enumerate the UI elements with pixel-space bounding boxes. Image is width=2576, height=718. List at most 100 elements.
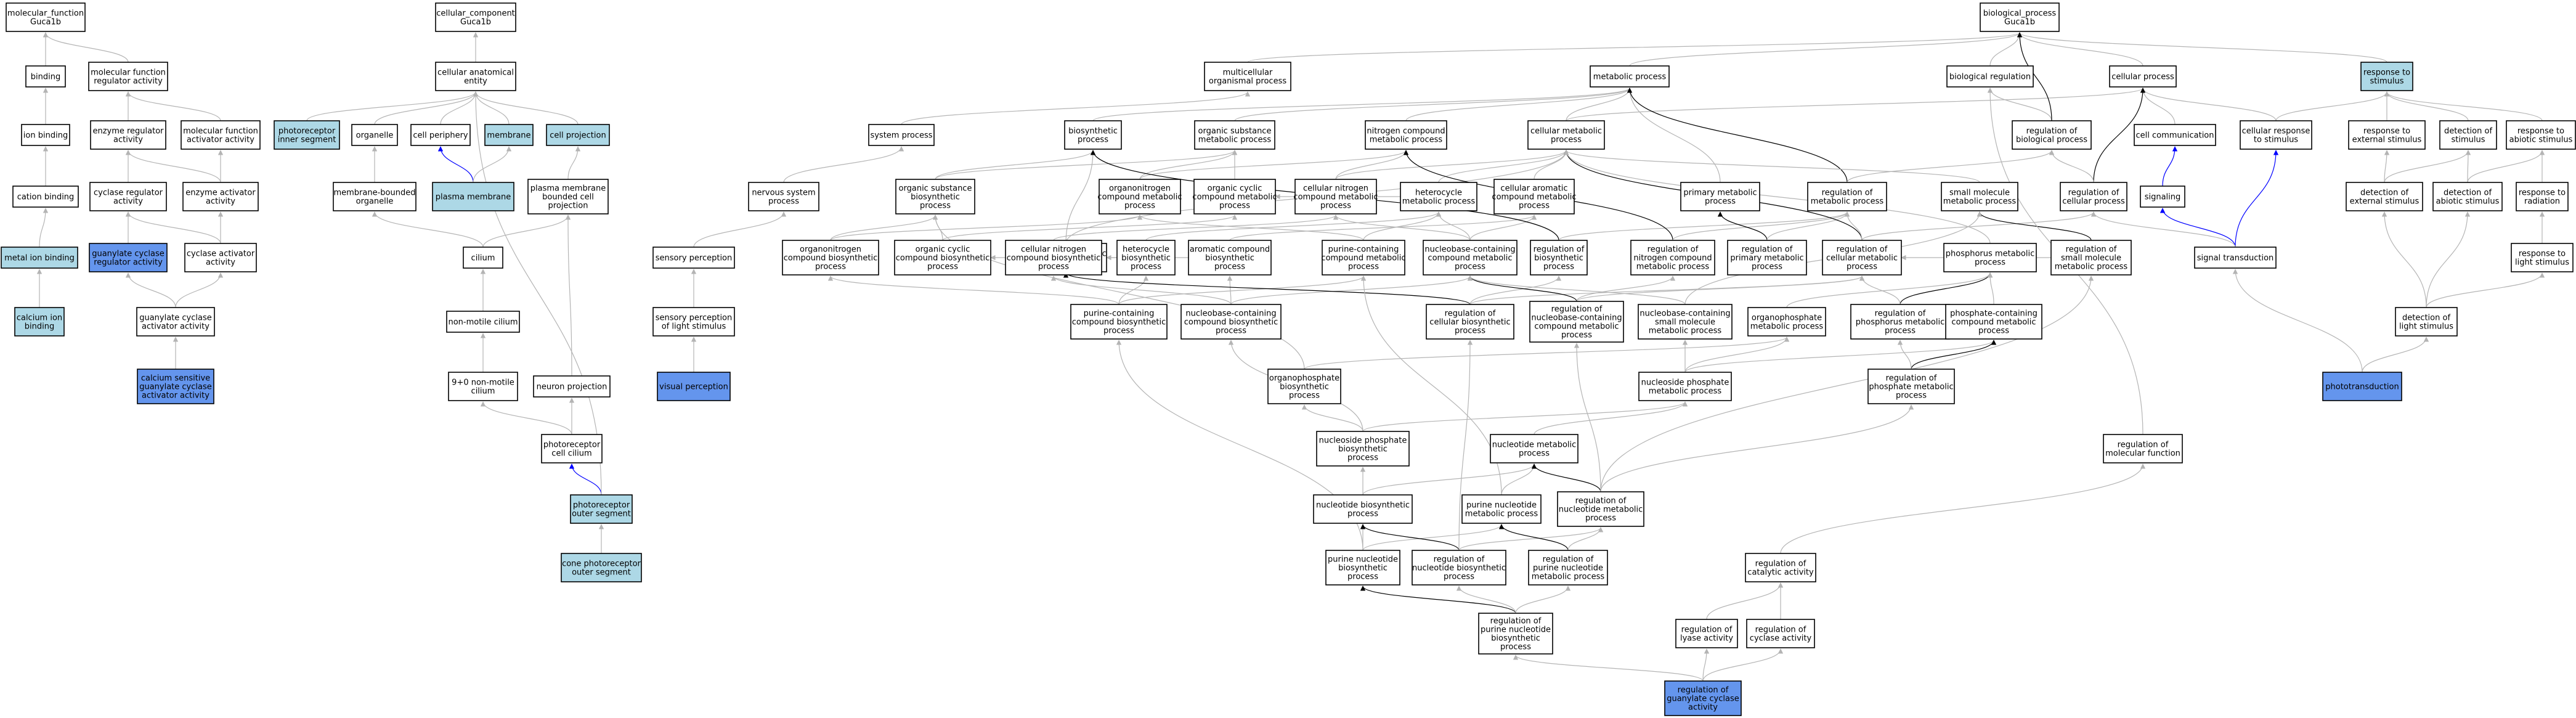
node-cation_binding[interactable]: cation binding [12,186,79,208]
node-ion_binding[interactable]: ion binding [21,124,70,146]
node-cell_projection[interactable]: cell projection [546,124,610,146]
node-signal_transduction[interactable]: signal transduction [2194,247,2277,269]
node-metal_ion_binding[interactable]: metal ion binding [1,247,78,269]
node-regulation_of_nucleobase_containing_compound_metabolic_process[interactable]: regulation ofnucleobase-containingcompou… [1529,301,1624,343]
node-biological_regulation[interactable]: biological regulation [1946,65,2034,88]
node-organelle[interactable]: organelle [351,124,398,146]
node-cell_communication[interactable]: cell communication [2134,124,2216,146]
node-metabolic_process[interactable]: metabolic process [1590,65,1670,88]
node-cell_periphery[interactable]: cell periphery [410,124,471,146]
node-plasma_membrane[interactable]: plasma membrane [432,182,514,211]
node-phototransduction[interactable]: phototransduction [2322,372,2402,401]
node-non_motile_cilium[interactable]: non-motile cilium [446,311,520,333]
node-visual_perception[interactable]: visual perception [657,372,731,401]
node-binding[interactable]: binding [25,65,66,88]
node-cellular_process[interactable]: cellular process [2109,65,2177,88]
node-system_process[interactable]: system process [868,124,935,146]
node-membrane[interactable]: membrane [484,124,534,146]
node-neuron_projection[interactable]: neuron projection [533,375,611,398]
